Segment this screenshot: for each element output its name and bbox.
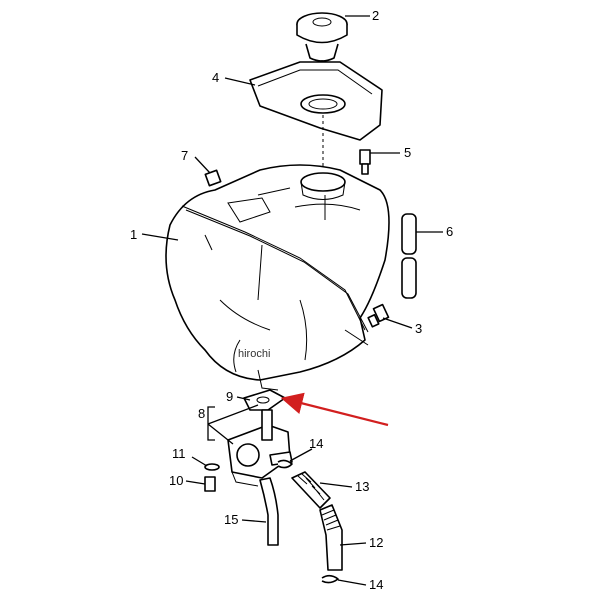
leader-lines	[141, 15, 443, 586]
label-10: 10	[169, 473, 183, 488]
fuel-hose-long	[319, 504, 343, 571]
corrugated-hose	[291, 471, 331, 509]
label-14-upper: 14	[309, 436, 323, 451]
bolt	[367, 303, 390, 328]
label-7: 7	[181, 148, 188, 163]
hose-fitting	[359, 149, 371, 175]
watermark: hirochi	[238, 348, 270, 360]
label-3: 3	[415, 321, 422, 336]
vent-hose	[401, 213, 417, 299]
label-1: 1	[130, 227, 137, 242]
label-15: 15	[224, 512, 238, 527]
label-12: 12	[369, 535, 383, 550]
fuel-tank	[165, 164, 390, 391]
screw	[204, 476, 216, 492]
fuel-cock	[227, 409, 293, 487]
fuel-cap	[296, 12, 348, 62]
cap-tray	[249, 61, 383, 141]
label-9: 9	[226, 389, 233, 404]
label-2: 2	[372, 8, 379, 23]
fuel-hose-short	[259, 477, 279, 546]
label-8: 8	[198, 406, 205, 421]
label-6: 6	[446, 224, 453, 239]
gasket	[243, 389, 286, 411]
washer	[204, 463, 220, 471]
label-5: 5	[404, 145, 411, 160]
label-11: 11	[172, 446, 186, 461]
clip	[204, 169, 222, 187]
label-14-lower: 14	[369, 577, 383, 592]
label-13: 13	[355, 479, 369, 494]
label-4: 4	[212, 70, 219, 85]
indicator-arrow	[280, 392, 389, 427]
hose-clamp-upper	[277, 459, 293, 469]
hose-clamp-lower	[321, 574, 339, 584]
